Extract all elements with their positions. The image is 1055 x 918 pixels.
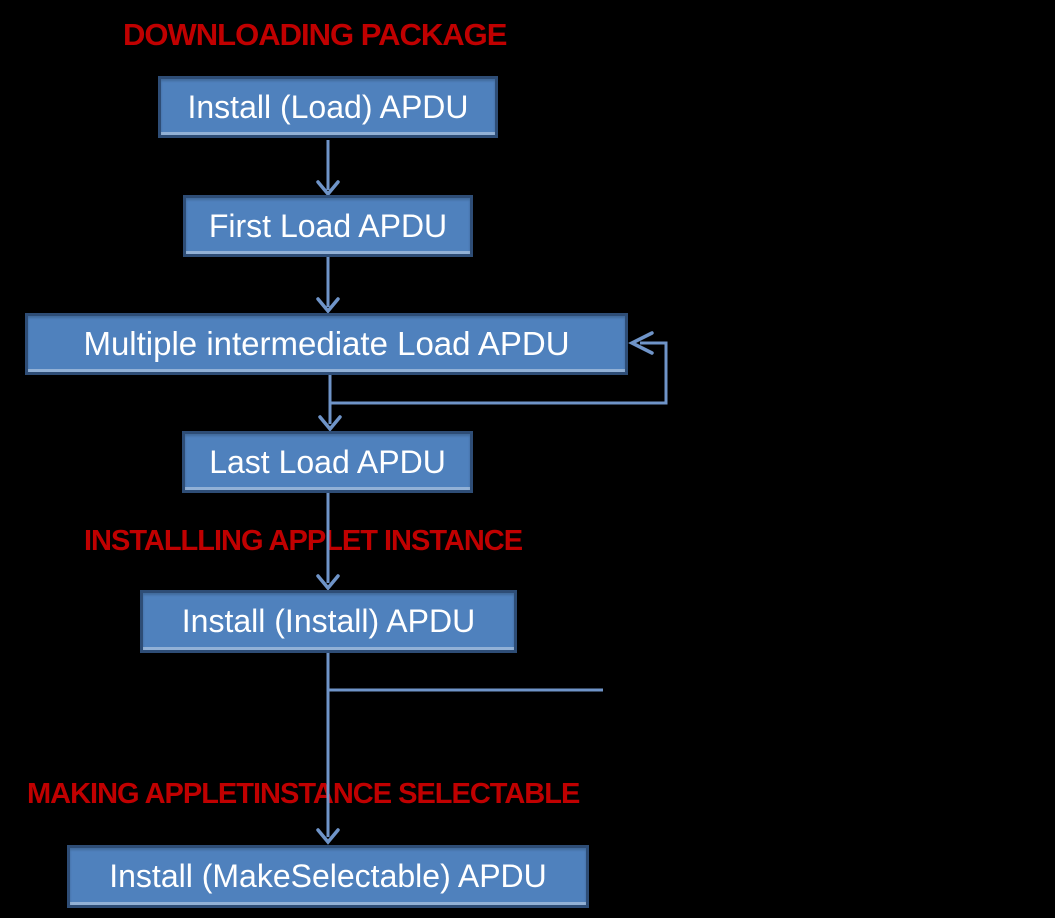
heading-downloading-package: DOWNLOADING PACKAGE	[123, 17, 507, 52]
heading-making-applet-instance-selectable: MAKING APPLETINSTANCE SELECTABLE	[27, 778, 580, 810]
flow-node-install-install-apdu: Install (Install) APDU	[140, 590, 517, 653]
flow-node-install-makeselectable-apdu: Install (MakeSelectable) APDU	[67, 845, 589, 908]
flow-node-install-load-apdu: Install (Load) APDU	[158, 76, 498, 138]
heading-installing-applet-instance: INSTALLLING APPLET INSTANCE	[84, 525, 523, 557]
flow-node-last-load-apdu: Last Load APDU	[182, 431, 473, 493]
arrow-down-2	[316, 257, 340, 314]
arrow-down-5	[316, 651, 340, 845]
arrow-down-1	[316, 140, 340, 197]
arrow-down-3	[318, 375, 342, 432]
flow-node-multiple-intermediate-load-apdu: Multiple intermediate Load APDU	[25, 313, 628, 375]
flow-node-first-load-apdu: First Load APDU	[183, 195, 473, 257]
